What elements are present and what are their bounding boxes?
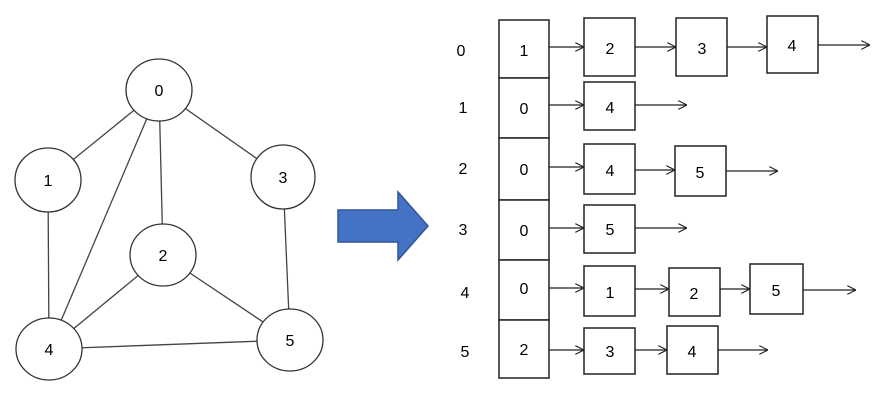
row-vertex-label: 0 bbox=[457, 43, 466, 60]
row-vertex-label: 3 bbox=[459, 222, 468, 239]
list-node-value: 4 bbox=[788, 38, 797, 55]
graph-node-3: 3 bbox=[250, 144, 316, 210]
list-node bbox=[583, 81, 636, 131]
list-node bbox=[583, 265, 636, 317]
adjacency-list: 0 1 2 3 4 1 0 4 bbox=[457, 15, 870, 379]
node-label: 5 bbox=[286, 333, 295, 350]
adjacency-row-2: 2 0 4 5 bbox=[459, 137, 778, 201]
head-value: 1 bbox=[520, 43, 529, 60]
graph-edges bbox=[47, 89, 291, 350]
head-value: 2 bbox=[520, 342, 529, 359]
graph-edge-0-4 bbox=[48, 89, 160, 350]
row-vertex-label: 2 bbox=[459, 161, 468, 178]
list-node-value: 4 bbox=[688, 344, 697, 361]
list-node-value: 5 bbox=[606, 222, 615, 239]
row-vertex-label: 4 bbox=[461, 285, 470, 302]
list-node bbox=[668, 267, 721, 317]
adjacency-row-5: 5 2 3 4 bbox=[461, 319, 768, 379]
node-label: 0 bbox=[155, 83, 164, 100]
head-cell bbox=[498, 19, 550, 79]
head-cell bbox=[498, 137, 550, 201]
list-node bbox=[766, 15, 819, 74]
list-node-value: 1 bbox=[606, 285, 615, 302]
head-value: 0 bbox=[520, 281, 529, 298]
head-cell bbox=[498, 199, 550, 261]
row-vertex-label: 5 bbox=[461, 344, 470, 361]
adjacency-row-3: 3 0 5 bbox=[459, 199, 687, 261]
head-value: 0 bbox=[520, 101, 529, 118]
list-node-value: 5 bbox=[772, 283, 781, 300]
list-node-value: 2 bbox=[690, 286, 699, 303]
list-node-value: 5 bbox=[696, 165, 705, 182]
graph-node-0: 0 bbox=[125, 58, 193, 122]
list-node-value: 3 bbox=[606, 344, 615, 361]
node-label: 2 bbox=[159, 248, 168, 265]
node-label: 3 bbox=[279, 170, 288, 187]
head-value: 0 bbox=[520, 223, 529, 240]
list-node-value: 3 bbox=[698, 41, 707, 58]
adjacency-row-0: 0 1 2 3 4 bbox=[457, 15, 870, 79]
list-node bbox=[749, 263, 804, 315]
graph-nodes: 0 1 2 3 4 5 bbox=[14, 58, 324, 381]
head-cell bbox=[498, 259, 550, 321]
graph-node-2: 2 bbox=[129, 223, 197, 287]
head-cell bbox=[498, 319, 550, 379]
graph-edge-4-5 bbox=[48, 339, 291, 350]
head-value: 0 bbox=[520, 162, 529, 179]
graph-node-4: 4 bbox=[15, 317, 83, 381]
list-node bbox=[583, 17, 636, 77]
node-label: 4 bbox=[45, 342, 54, 359]
graph-node-5: 5 bbox=[256, 308, 324, 372]
node-label: 1 bbox=[44, 173, 53, 190]
list-node bbox=[583, 327, 636, 375]
adjacency-row-4: 4 0 1 2 5 bbox=[461, 259, 856, 321]
graph-node-1: 1 bbox=[14, 147, 82, 213]
list-node bbox=[583, 143, 636, 195]
right-arrow-icon bbox=[337, 190, 430, 262]
adjacency-row-1: 1 0 4 bbox=[459, 77, 687, 139]
list-node bbox=[675, 17, 728, 77]
list-node-value: 2 bbox=[606, 41, 615, 58]
list-node-value: 4 bbox=[606, 163, 615, 180]
list-node bbox=[583, 204, 636, 254]
list-node-value: 4 bbox=[606, 100, 615, 117]
row-vertex-label: 1 bbox=[459, 100, 468, 117]
